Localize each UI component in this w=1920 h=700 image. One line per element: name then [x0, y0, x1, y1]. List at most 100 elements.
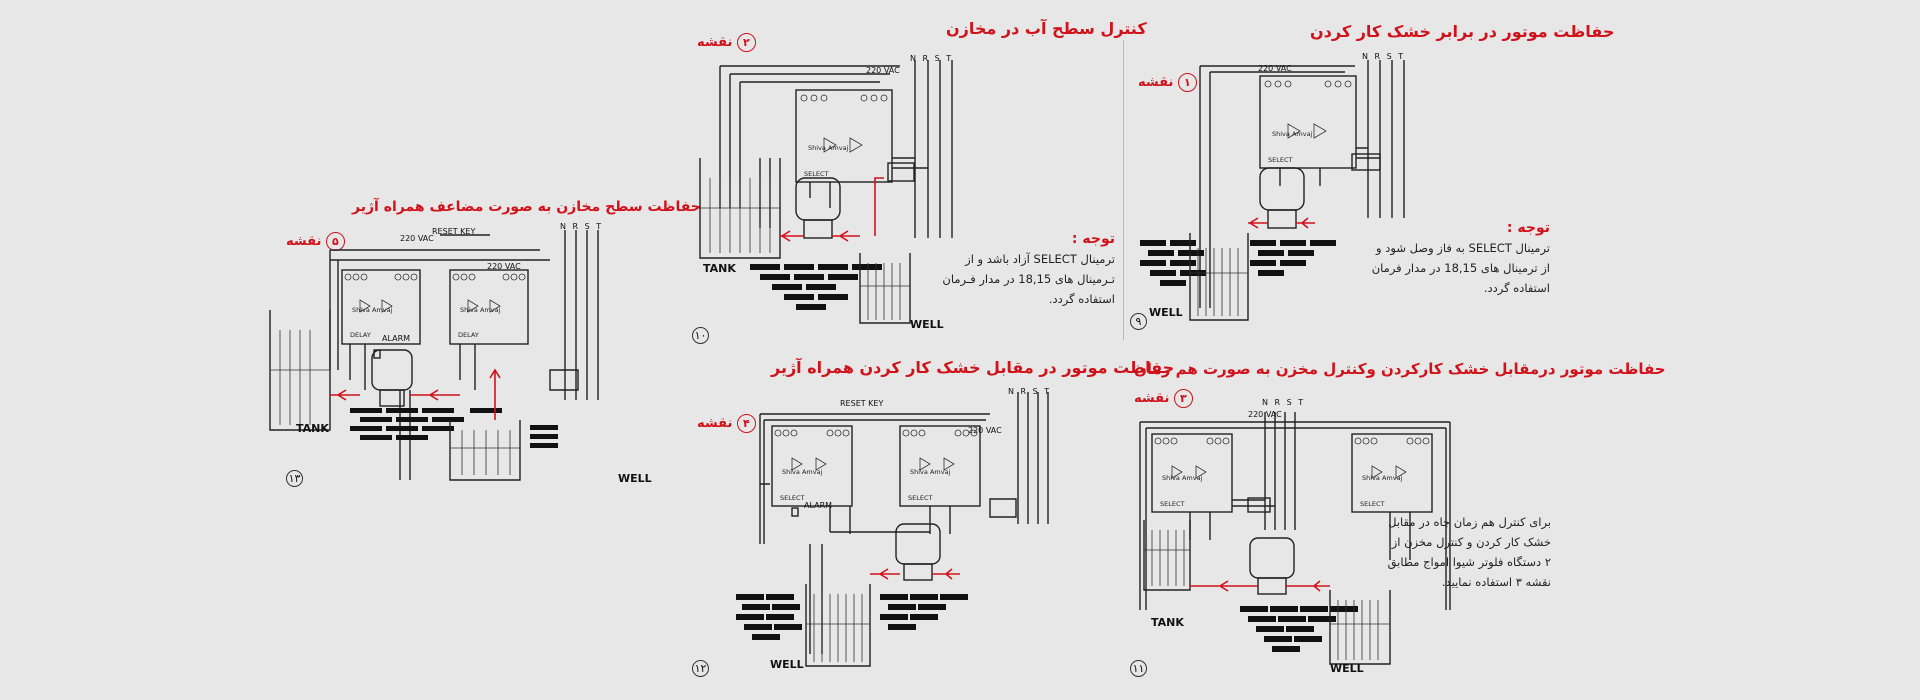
panel-1-page-number: ۹ — [1130, 313, 1147, 330]
relay-right-select: SELECT — [908, 494, 932, 502]
panel-2-title: کنترل سطح آب در مخازن — [946, 19, 1147, 38]
panel-1-note-line-3: استفاده گردد. — [1483, 281, 1550, 295]
relay-brand: Shiva Amvaj — [808, 144, 849, 152]
relay-right-select: SELECT — [1360, 500, 1384, 508]
panel-3-vac-label: 220 VAC — [1248, 410, 1282, 419]
panel-3-tank-label: TANK — [1151, 616, 1184, 629]
panel-1-title: حفاظت موتور در برابر خشک کار کردن — [1310, 22, 1615, 41]
relay-unit-left — [771, 425, 853, 507]
relay-left-select: SELECT — [780, 494, 804, 502]
relay-unit-left — [1151, 433, 1233, 513]
panel-1-badge: ۱ نقشه — [1138, 73, 1200, 92]
panel-3-nrst-label: N R S T — [1262, 398, 1304, 407]
relay-unit-right — [1351, 433, 1433, 513]
relay-select: SELECT — [1268, 156, 1292, 164]
panel-3-badge-text: نقشه — [1134, 391, 1170, 406]
relay-unit — [795, 89, 893, 183]
panel-5-alarm-label: ALARM — [382, 334, 411, 343]
panel-1-note-line-2: از ترمینال های 18,15 در مدار فرمان — [1371, 261, 1550, 275]
panel-1-vac-label: 220 VAC — [1258, 64, 1292, 73]
relay-right-brand: Shiva Amvaj — [910, 468, 951, 476]
panel-2-nrst-label: N R S T — [910, 54, 952, 63]
panel-2-badge-text: نقشه — [697, 35, 733, 50]
well-shaft — [1329, 590, 1391, 665]
pump-motor — [795, 177, 841, 221]
panel-2-note-line-2: تـرمینال های 18,15 در مدار فـرمان — [942, 272, 1115, 286]
panel-4-alarm-label: ALARM — [804, 501, 833, 510]
panel-4-badge-text: نقشه — [697, 416, 733, 431]
relay-left-delay: DELAY — [350, 331, 371, 339]
relay-unit-right — [449, 269, 529, 345]
panel-2-note-line-1: ترمینال SELECT آزاد باشد و از — [965, 252, 1115, 266]
relay-left-brand: Shiva Amvaj — [1162, 474, 1203, 482]
tank-vessel — [1143, 520, 1191, 591]
well-shaft — [805, 584, 871, 667]
relay-unit-right — [899, 425, 981, 507]
panel-3-note: برای کنترل هم زمان چاه در مقابل خشک کار … — [1355, 512, 1551, 592]
panel-1-wiring-diagram: Shiva Amvaj SELECT — [1140, 60, 1405, 321]
panel-2-wiring-diagram: Shiva Amvaj SELECT — [699, 60, 953, 324]
panel-4-badge-number: ۴ — [736, 414, 756, 433]
panel-1-badge-text: نقشه — [1138, 75, 1174, 90]
panel-5-page-number: ۱۳ — [286, 470, 303, 487]
panel-3-note-line-3: ۲ دستگاه فلوتر شیوا امواج مطابق — [1387, 555, 1551, 569]
well-shaft — [1189, 233, 1249, 321]
panel-2-badge: ۲ نقشه — [697, 33, 759, 52]
panel-4-vac-label: 220 VAC — [968, 426, 1002, 435]
panel-5-vac-label: 220 VAC — [400, 234, 434, 243]
panel-1-badge-number: ۱ — [1177, 73, 1197, 92]
panel-2-note: توجه : ترمینال SELECT آزاد باشد و از تـر… — [940, 229, 1115, 309]
panel-1-note-line-1: ترمینال SELECT به فاز وصل شود و — [1376, 241, 1550, 255]
pump-motor — [1259, 167, 1305, 211]
panel-5-badge-text: نقشه — [286, 234, 322, 249]
panel-5-well-label: WELL — [618, 472, 652, 485]
relay-right-brand: Shiva Amvaj — [1362, 474, 1403, 482]
pump-motor — [895, 523, 941, 565]
panel-3-title: حفاظت موتور درمقابل خشک کارکردن وکنترل م… — [1134, 360, 1666, 378]
panel-5-vac2-label: 220 VAC — [487, 262, 521, 271]
panel-1-note-head: توجه : — [1506, 220, 1550, 236]
panel-4-well-label: WELL — [770, 658, 804, 671]
pump-motor — [371, 349, 413, 391]
panel-2-badge-number: ۲ — [736, 33, 756, 52]
panel-3-badge: ۳ نقشه — [1134, 389, 1196, 408]
panel-3-wiring-diagram: Shiva Amvaj Shiva Amvaj SELECT SELECT — [1139, 412, 1451, 665]
panel-4-title: حفاظت موتور در مقابل خشک کار کردن همراه … — [771, 358, 1175, 377]
panel-3-note-line-4: نقشه ۳ استفاده نمایید. — [1441, 575, 1551, 589]
panel-3-well-label: WELL — [1330, 662, 1364, 675]
panel-4-badge: ۴ نقشه — [697, 414, 759, 433]
well-shaft — [449, 420, 521, 481]
panel-4-page-number: ۱۲ — [692, 660, 709, 677]
well-shaft — [859, 253, 911, 324]
panel-3-note-line-1: برای کنترل هم زمان چاه در مقابل — [1388, 515, 1551, 529]
panel-4-wiring-diagram: Shiva Amvaj Shiva Amvaj SELECT SELECT — [736, 392, 1049, 667]
panel-5-wiring-diagram: Shiva Amvaj Shiva Amvaj DELAY DELAY — [269, 230, 599, 481]
panel-1-well-label: WELL — [1149, 306, 1183, 319]
relay-left-brand: Shiva Amvaj — [782, 468, 823, 476]
panel-2-page-number: ۱۰ — [692, 327, 709, 344]
relay-unit — [1259, 75, 1357, 169]
relay-brand: Shiva Amvaj — [1272, 130, 1313, 138]
panel-3-page-number: ۱۱ — [1130, 660, 1147, 677]
panel-2-well-label: WELL — [910, 318, 944, 331]
panel-2-vac-label: 220 VAC — [866, 66, 900, 75]
panel-4-nrst-label: N R S T — [1008, 387, 1050, 396]
pump-motor — [1249, 537, 1295, 579]
relay-left-brand: Shiva Amvaj — [352, 306, 393, 314]
relay-right-brand: Shiva Amvaj — [460, 306, 501, 314]
relay-right-delay: DELAY — [458, 331, 479, 339]
panel-4-reset-label: RESET KEY — [840, 399, 884, 408]
panel-5-nrst-label: N R S T — [560, 222, 602, 231]
relay-unit-left — [341, 269, 421, 345]
panel-2-tank-label: TANK — [703, 262, 736, 275]
panel-5-title: حفاظت سطح مخازن به صورت مضاعف همراه آژیر — [352, 199, 701, 215]
panel-2-note-line-3: استفاده گردد. — [1048, 292, 1115, 306]
panel-3-note-line-2: خشک کار کردن و کنترل مخزن از — [1391, 535, 1551, 549]
relay-left-select: SELECT — [1160, 500, 1184, 508]
panel-2-note-head: توجه : — [1071, 231, 1115, 247]
panel-1-note: توجه : ترمینال SELECT به فاز وصل شود و ا… — [1360, 218, 1550, 298]
panel-divider-vertical — [1123, 40, 1124, 340]
panel-3-badge-number: ۳ — [1173, 389, 1193, 408]
panel-1-nrst-label: N R S T — [1362, 52, 1404, 61]
relay-select: SELECT — [804, 170, 828, 178]
